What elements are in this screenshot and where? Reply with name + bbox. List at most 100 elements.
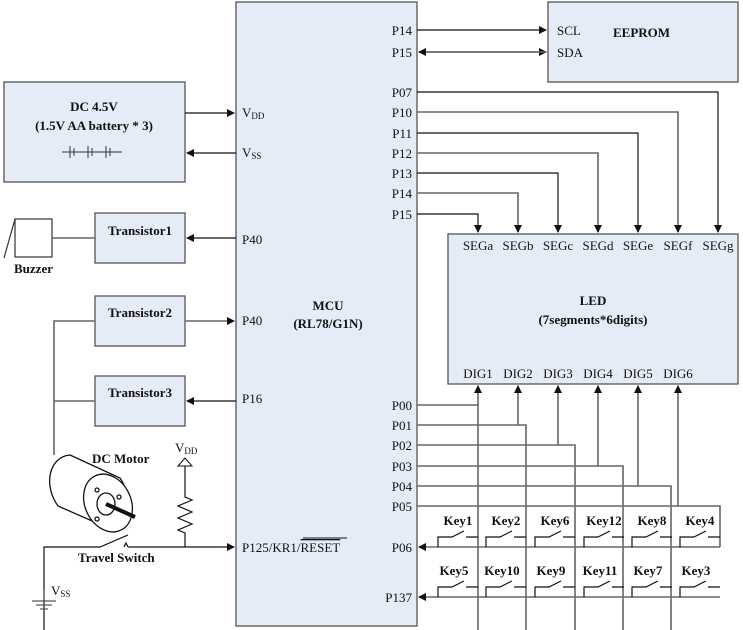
vdd-label: VDD: [175, 440, 198, 456]
key-label: Key10: [484, 563, 519, 578]
transistor3-label: Transistor3: [108, 385, 173, 400]
battery-title: DC 4.5V: [70, 99, 118, 114]
key-switch-icon: [583, 530, 624, 547]
key-switch-icon: [679, 530, 720, 547]
buzzer-label: Buzzer: [14, 261, 53, 276]
battery-cells-icon: [62, 146, 122, 158]
pin-p40-b: P40: [242, 313, 262, 328]
transistor1-label: Transistor1: [108, 223, 172, 238]
key-switch-icon: [583, 580, 624, 597]
pin-p15: P15: [392, 207, 412, 222]
key-label: Key7: [634, 563, 663, 578]
pin-p40-a: P40: [242, 232, 262, 247]
segment-label: SEGe: [623, 238, 654, 253]
pin-p10: P10: [392, 105, 412, 120]
battery-subtitle: (1.5V AA battery * 3): [35, 118, 153, 133]
dc-motor-icon: [48, 454, 136, 533]
vss-label: VSS: [51, 583, 70, 599]
transistor3-block: Transistor3: [94, 375, 236, 427]
pin-p11: P11: [392, 126, 412, 141]
segment-wire: [417, 172, 562, 233]
motor-label: DC Motor: [92, 451, 150, 466]
segment-label: SEGb: [502, 238, 533, 253]
eeprom-block: SCL SDA EEPROM: [417, 1, 739, 83]
pin-p00: P00: [392, 398, 412, 413]
pin-p13: P13: [392, 166, 412, 181]
eeprom-scl: SCL: [557, 23, 581, 38]
pin-p14: P14: [392, 23, 413, 38]
key-label: Key9: [537, 563, 566, 578]
key-label: Key5: [440, 563, 469, 578]
eeprom-title: EEPROM: [613, 25, 670, 40]
pin-p04: P04: [392, 479, 413, 494]
mcu-block: MCU (RL78/G1N) VDD VSS P40 P40 P16 P125/…: [235, 1, 418, 627]
segment-label: SEGf: [664, 238, 694, 253]
digit-row-wire: [417, 465, 624, 630]
pin-p01: P01: [392, 418, 412, 433]
pin-p16: P16: [242, 391, 263, 406]
segment-wire: [417, 213, 482, 233]
mcu-subtitle: (RL78/G1N): [293, 316, 362, 331]
segment-label: SEGc: [543, 238, 574, 253]
digit-row-wire: [417, 424, 527, 630]
buzzer: Buzzer: [3, 218, 95, 276]
digit-label: DIG6: [663, 366, 693, 381]
key-label: Key8: [638, 513, 667, 528]
digit-row-wire: [417, 505, 721, 547]
key-switch-icon: [534, 530, 575, 547]
eeprom-sda: SDA: [557, 45, 584, 60]
key-switch-icon: [679, 580, 720, 597]
segment-wire: [417, 91, 722, 233]
key-label: Key1: [444, 513, 473, 528]
pin-p07: P07: [392, 85, 413, 100]
led-title: LED: [580, 293, 607, 308]
key-switch-icon: [631, 580, 672, 597]
key-switch-icon: [631, 530, 672, 547]
travel-switch-label: Travel Switch: [78, 550, 155, 565]
pin-p14: P14: [392, 186, 413, 201]
pin-p125-reset: P125/KR1/RESET: [242, 540, 340, 555]
digit-row-wire: [417, 485, 672, 630]
segment-label: SEGg: [702, 238, 734, 253]
digit-label: DIG1: [463, 366, 493, 381]
digit-label: DIG2: [503, 366, 533, 381]
battery-block: DC 4.5V (1.5V AA battery * 3): [3, 81, 236, 183]
key-switch-icon: [485, 530, 526, 547]
key-label: Key3: [682, 563, 711, 578]
transistor2-block: Transistor2: [94, 295, 235, 347]
key-label: Key4: [686, 513, 715, 528]
pin-p03: P03: [392, 459, 412, 474]
transistor2-label: Transistor2: [108, 305, 172, 320]
mcu-title: MCU: [312, 298, 344, 313]
pin-p06: P06: [392, 540, 413, 555]
segment-label: SEGa: [463, 238, 494, 253]
pin-vss: VSS: [242, 145, 261, 161]
led-subtitle: (7segments*6digits): [538, 312, 647, 327]
key-switch-icon: [534, 580, 575, 597]
pin-p02: P02: [392, 438, 412, 453]
digit-label: DIG3: [543, 366, 573, 381]
pin-p05: P05: [392, 499, 412, 514]
key-label: Key12: [586, 513, 621, 528]
segment-wire: [417, 152, 602, 233]
pin-p137: P137: [385, 590, 412, 605]
pin-p12: P12: [392, 146, 412, 161]
digit-label: DIG5: [623, 366, 653, 381]
key-switch-icon: [437, 530, 478, 547]
transistor1-block: Transistor1: [94, 212, 236, 264]
digit-label: DIG4: [583, 366, 613, 381]
travel-switch: Travel Switch: [43, 534, 235, 630]
key-label: Key11: [583, 563, 618, 578]
key-label: Key6: [541, 513, 570, 528]
digit-row-wire: [417, 444, 576, 630]
segment-wire: [417, 132, 642, 233]
ground-icon: [32, 590, 56, 610]
segment-wire: [417, 192, 522, 233]
pin-p15: P15: [392, 45, 412, 60]
pin-vdd: VDD: [242, 105, 265, 121]
key-switch-icon: [437, 580, 478, 597]
key-switch-icon: [485, 580, 526, 597]
key-label: Key2: [492, 513, 521, 528]
